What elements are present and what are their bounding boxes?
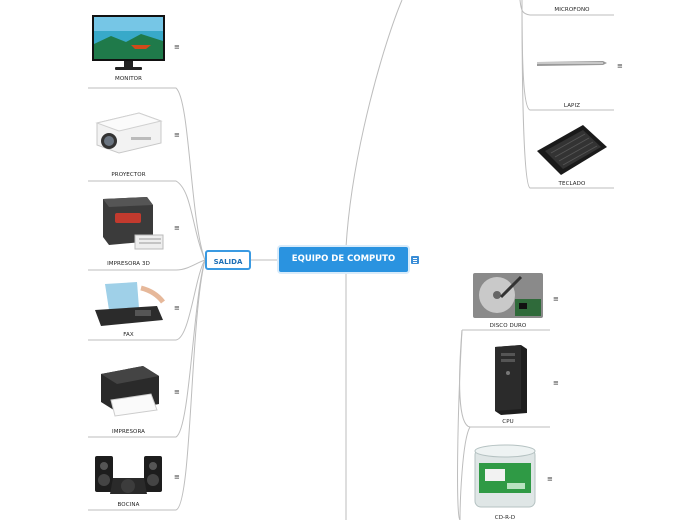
microphone-image (535, 0, 609, 5)
link-monitor (88, 87, 206, 261)
notes-icon[interactable]: ≡ (553, 295, 559, 303)
caption-pen: LAPIZ (563, 103, 581, 109)
speaker-image (91, 448, 166, 500)
caption-cpu: CPU (502, 419, 514, 425)
caption-hard-drive: DISCO DURO (489, 323, 527, 329)
notes-icon[interactable]: ≡ (617, 62, 623, 70)
caption-monitor: MONITOR (114, 76, 143, 82)
caption-keyboard: TECLADO (558, 181, 586, 187)
notes-icon[interactable] (411, 256, 419, 264)
printer-image (91, 352, 166, 426)
notes-icon[interactable]: ≡ (547, 475, 553, 483)
projector-image (91, 95, 166, 168)
3d-printer-image (91, 191, 166, 258)
pen-image (535, 26, 609, 100)
root-node[interactable]: EQUIPO DE COMPUTO (279, 247, 408, 272)
caption-printer: IMPRESORA (111, 429, 146, 435)
notes-icon[interactable]: ≡ (174, 304, 180, 312)
caption-projector: PROYECTOR (111, 172, 146, 178)
caption-microphone: MICROFONO (554, 7, 590, 13)
notes-icon[interactable]: ≡ (174, 388, 180, 396)
caption-cd: CD-R-D (494, 515, 516, 521)
notes-icon[interactable]: ≡ (553, 379, 559, 387)
notes-icon[interactable]: ≡ (174, 43, 180, 51)
notes-icon[interactable]: ≡ (174, 224, 180, 232)
hard-drive-image (471, 271, 545, 320)
notes-icon[interactable]: ≡ (174, 131, 180, 139)
branch-line-entrada (345, 0, 403, 248)
fax-image (91, 280, 166, 329)
caption-3d-printer: IMPRESORA 3D (107, 261, 150, 267)
monitor-image (91, 14, 166, 73)
cd-spindle-image (471, 439, 539, 512)
keyboard-image (535, 121, 609, 179)
salida-node[interactable]: SALIDA (205, 250, 251, 270)
cpu-tower-image (471, 343, 545, 416)
caption-speaker: BOCINA (117, 502, 140, 508)
caption-fax: FAX (123, 332, 134, 338)
notes-icon[interactable]: ≡ (174, 473, 180, 481)
